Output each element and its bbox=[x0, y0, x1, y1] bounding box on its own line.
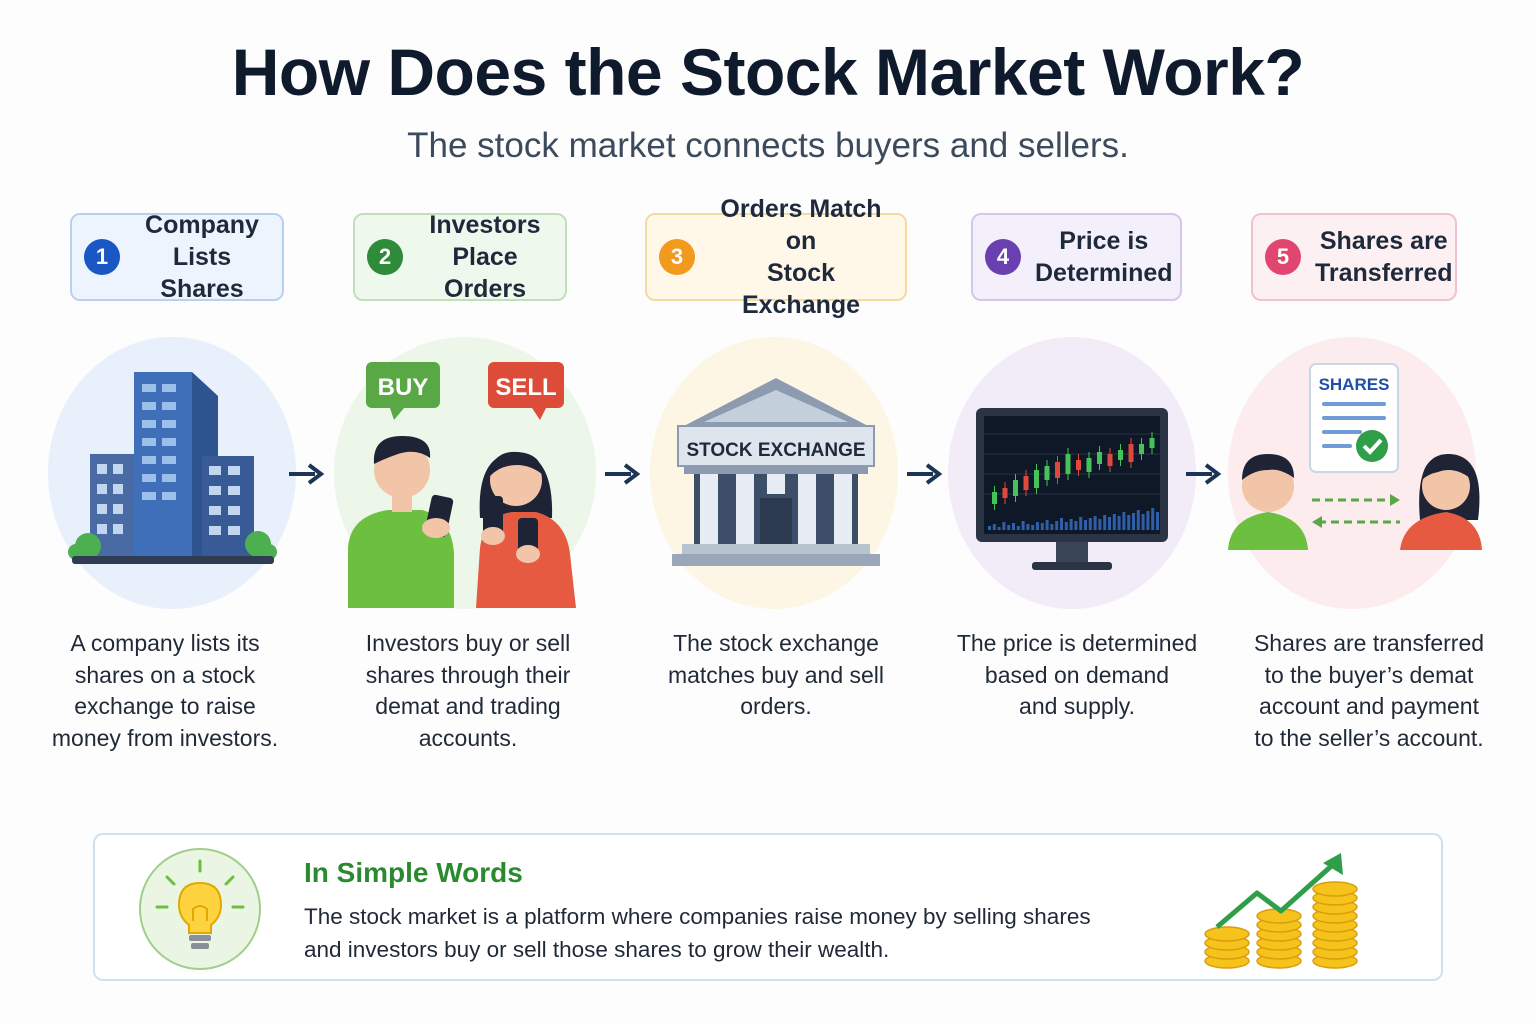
candle-body bbox=[1128, 444, 1134, 462]
volume-bar bbox=[1122, 512, 1126, 530]
volume-bar bbox=[1093, 516, 1097, 530]
volume-bar bbox=[1117, 516, 1121, 530]
candle-body bbox=[1023, 476, 1029, 490]
growth-coins-icon bbox=[1204, 853, 1358, 969]
page-title: How Does the Stock Market Work? bbox=[231, 35, 1305, 109]
candlestick-monitor-icon bbox=[976, 408, 1168, 570]
candle-body bbox=[1013, 480, 1018, 496]
volume-bar bbox=[1151, 508, 1155, 530]
volume-bar bbox=[1045, 520, 1049, 530]
volume-bar bbox=[992, 524, 996, 530]
volume-bar bbox=[1050, 524, 1054, 530]
sell-bubble-label: SELL bbox=[495, 374, 556, 401]
volume-bar bbox=[1031, 525, 1035, 530]
volume-bar bbox=[1103, 515, 1107, 530]
volume-bar bbox=[1060, 518, 1063, 530]
step-2-number: 2 bbox=[367, 239, 403, 275]
volume-bar bbox=[997, 527, 1001, 530]
candle-body bbox=[1086, 458, 1092, 472]
coin bbox=[1312, 881, 1358, 897]
volume-bar bbox=[1132, 513, 1135, 530]
step-4-number: 4 bbox=[985, 239, 1021, 275]
summary-title: In Simple Words bbox=[304, 857, 523, 888]
candle-body bbox=[992, 492, 997, 504]
volume-bar bbox=[1002, 522, 1006, 530]
volume-bar bbox=[1127, 515, 1131, 530]
candle-body bbox=[1034, 470, 1039, 488]
volume-bar bbox=[1055, 521, 1059, 530]
lightbulb-icon bbox=[139, 848, 261, 970]
volume-bar bbox=[1074, 521, 1078, 530]
volume-bar bbox=[1007, 525, 1011, 530]
volume-bar bbox=[1108, 517, 1111, 530]
summary-text: The stock market is a platform where com… bbox=[304, 904, 1091, 962]
flow-arrow-2-3 bbox=[605, 463, 641, 485]
volume-bar bbox=[1088, 518, 1092, 530]
building-sign: STOCK EXCHANGE bbox=[686, 440, 865, 461]
investors-with-phones-icon: BUY SELL bbox=[348, 362, 576, 608]
candle-body bbox=[1107, 454, 1113, 466]
volume-bar bbox=[1146, 511, 1150, 530]
volume-bar bbox=[1040, 523, 1044, 530]
flow-arrow-1-2 bbox=[289, 463, 325, 485]
candle-body bbox=[1139, 444, 1144, 454]
buy-bubble-label: BUY bbox=[378, 374, 429, 401]
step-1-number: 1 bbox=[84, 239, 120, 275]
candle-body bbox=[1065, 454, 1071, 474]
candle-body bbox=[1118, 450, 1123, 460]
volume-bar bbox=[1021, 521, 1025, 530]
volume-bar bbox=[1141, 514, 1145, 530]
volume-bar bbox=[1026, 524, 1030, 530]
candle-body bbox=[1149, 438, 1155, 448]
stock-exchange-building-icon: STOCK EXCHANGE bbox=[672, 378, 880, 566]
volume-bar bbox=[988, 526, 991, 530]
step-3-number: 3 bbox=[659, 239, 695, 275]
volume-bar bbox=[1136, 510, 1140, 530]
volume-bar bbox=[1016, 526, 1020, 530]
coin bbox=[1204, 926, 1250, 942]
volume-bar bbox=[1012, 523, 1015, 530]
volume-bar bbox=[1084, 520, 1087, 530]
volume-bar bbox=[1098, 519, 1102, 530]
flow-arrow-4-5 bbox=[1186, 463, 1222, 485]
step-5-number: 5 bbox=[1265, 239, 1301, 275]
candle-body bbox=[1076, 460, 1081, 470]
volume-bar bbox=[1112, 514, 1116, 530]
volume-bar bbox=[1064, 522, 1068, 530]
volume-bar bbox=[1069, 519, 1073, 530]
office-building-icon bbox=[68, 372, 277, 564]
candle-body bbox=[1055, 462, 1060, 478]
candle-body bbox=[1002, 488, 1008, 498]
candle-body bbox=[1097, 452, 1102, 464]
volume-bar bbox=[1156, 512, 1159, 530]
share-transfer-icon: SHARES bbox=[1228, 363, 1482, 550]
shares-document-label: SHARES bbox=[1319, 375, 1390, 394]
volume-bar bbox=[1079, 517, 1083, 530]
candle-body bbox=[1044, 466, 1050, 480]
summary-box: In Simple Words The stock market is a pl… bbox=[93, 833, 1443, 981]
flow-arrow-3-4 bbox=[907, 463, 943, 485]
volume-bar bbox=[1036, 522, 1039, 530]
page-subtitle: The stock market connects buyers and sel… bbox=[407, 126, 1129, 165]
